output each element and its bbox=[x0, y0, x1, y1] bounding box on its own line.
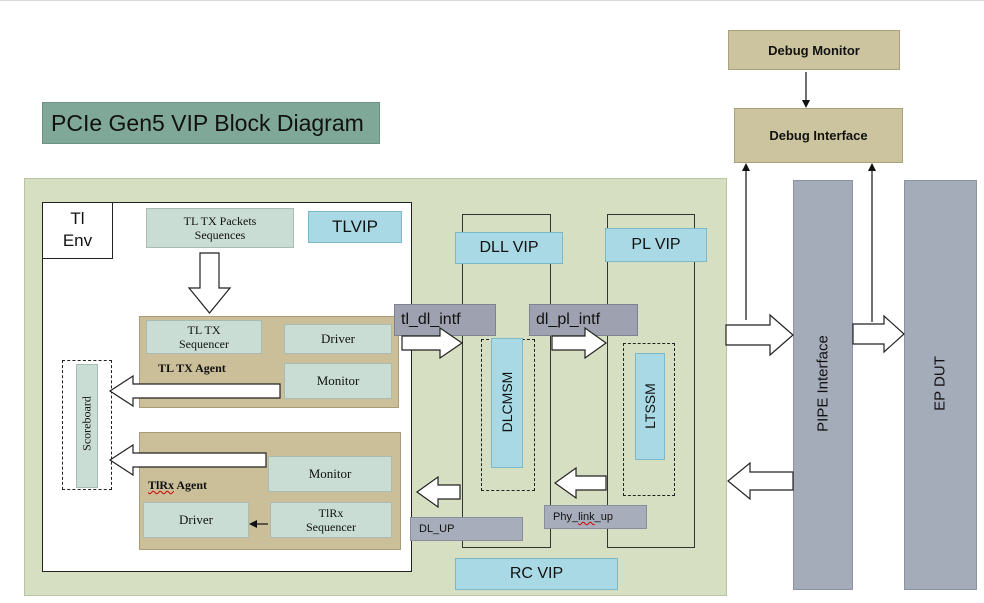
down-arrow-icon bbox=[187, 252, 232, 314]
tl-rx-sequencer-line2: Sequencer bbox=[306, 520, 356, 534]
tl-tx-monitor-box: Monitor bbox=[284, 363, 392, 399]
tl-tx-packets-line2: Sequences bbox=[194, 228, 246, 242]
phy-link-up-part3: _up bbox=[594, 511, 613, 523]
pl-vip-column bbox=[607, 214, 695, 548]
right-arrow-icon bbox=[725, 313, 794, 357]
diagram-title: PCIe Gen5 VIP Block Diagram bbox=[42, 102, 380, 144]
top-border-line bbox=[0, 0, 984, 1]
ep-dut-box bbox=[904, 180, 977, 590]
tl-env-label: Tl Env bbox=[43, 203, 113, 259]
tlvip-box: TLVIP bbox=[308, 211, 402, 243]
tl-tx-sequencer-line1: TL TX bbox=[187, 323, 221, 337]
tl-env-label-line2: Env bbox=[62, 231, 93, 250]
tl-tx-packets-line1: TL TX Packets bbox=[183, 214, 257, 228]
tl-tx-sequencer-box: TL TX Sequencer bbox=[146, 320, 262, 354]
left-arrow-icon bbox=[415, 475, 461, 509]
tl-dl-intf-label: tl_dl_intf bbox=[394, 304, 496, 336]
pipe-interface-box bbox=[793, 180, 853, 590]
ltssm-dashed-box bbox=[623, 343, 675, 496]
pl-vip-box: PL VIP bbox=[605, 228, 707, 262]
right-arrow-icon bbox=[551, 326, 608, 360]
dll-vip-box: DLL VIP bbox=[455, 232, 563, 264]
phy-link-up-label: Phy_ link_up bbox=[544, 505, 647, 529]
left-arrow-icon bbox=[108, 443, 267, 477]
scoreboard-dashed-box bbox=[62, 360, 112, 490]
tl-tx-packets-sequences-box: TL TX Packets Sequences bbox=[146, 208, 294, 248]
tl-rx-agent-label: TlRx Agent bbox=[148, 478, 207, 493]
tl-rx-sequencer-box: TlRx Sequencer bbox=[270, 502, 392, 538]
tl-tx-sequencer-line2: Sequencer bbox=[179, 337, 229, 351]
tl-rx-driver-box: Driver bbox=[143, 502, 249, 538]
debug-monitor-box: Debug Monitor bbox=[728, 30, 900, 70]
tl-rx-monitor-box: Monitor bbox=[268, 456, 392, 492]
dlcmsm-box bbox=[491, 338, 523, 468]
debug-interface-box: Debug Interface bbox=[734, 108, 903, 163]
phy-link-up-part1: Phy_ bbox=[553, 511, 579, 523]
phy-link-up-part2: link bbox=[578, 511, 595, 523]
scoreboard-box bbox=[76, 364, 98, 488]
dl-pl-intf-label: dl_pl_intf bbox=[529, 304, 638, 336]
right-arrow-icon bbox=[401, 326, 464, 360]
tl-rx-agent-label-suffix: Agent bbox=[174, 478, 208, 492]
tl-env-label-line1: Tl bbox=[70, 209, 85, 228]
left-arrow-icon bbox=[108, 374, 281, 408]
dl-up-label: DL_UP bbox=[410, 517, 523, 541]
dll-vip-column bbox=[462, 214, 551, 548]
tl-rx-sequencer-line1: TlRx bbox=[318, 506, 344, 520]
tl-tx-driver-box: Driver bbox=[284, 324, 392, 354]
left-arrow-icon bbox=[553, 466, 607, 500]
ltssm-box bbox=[635, 353, 665, 460]
tl-rx-agent-label-prefix: TlRx bbox=[148, 478, 175, 492]
rc-vip-box: RC VIP bbox=[455, 558, 618, 590]
left-arrow-icon bbox=[727, 461, 794, 501]
tl-tx-agent-label: TL TX Agent bbox=[158, 361, 226, 375]
right-arrow-icon bbox=[852, 314, 905, 354]
